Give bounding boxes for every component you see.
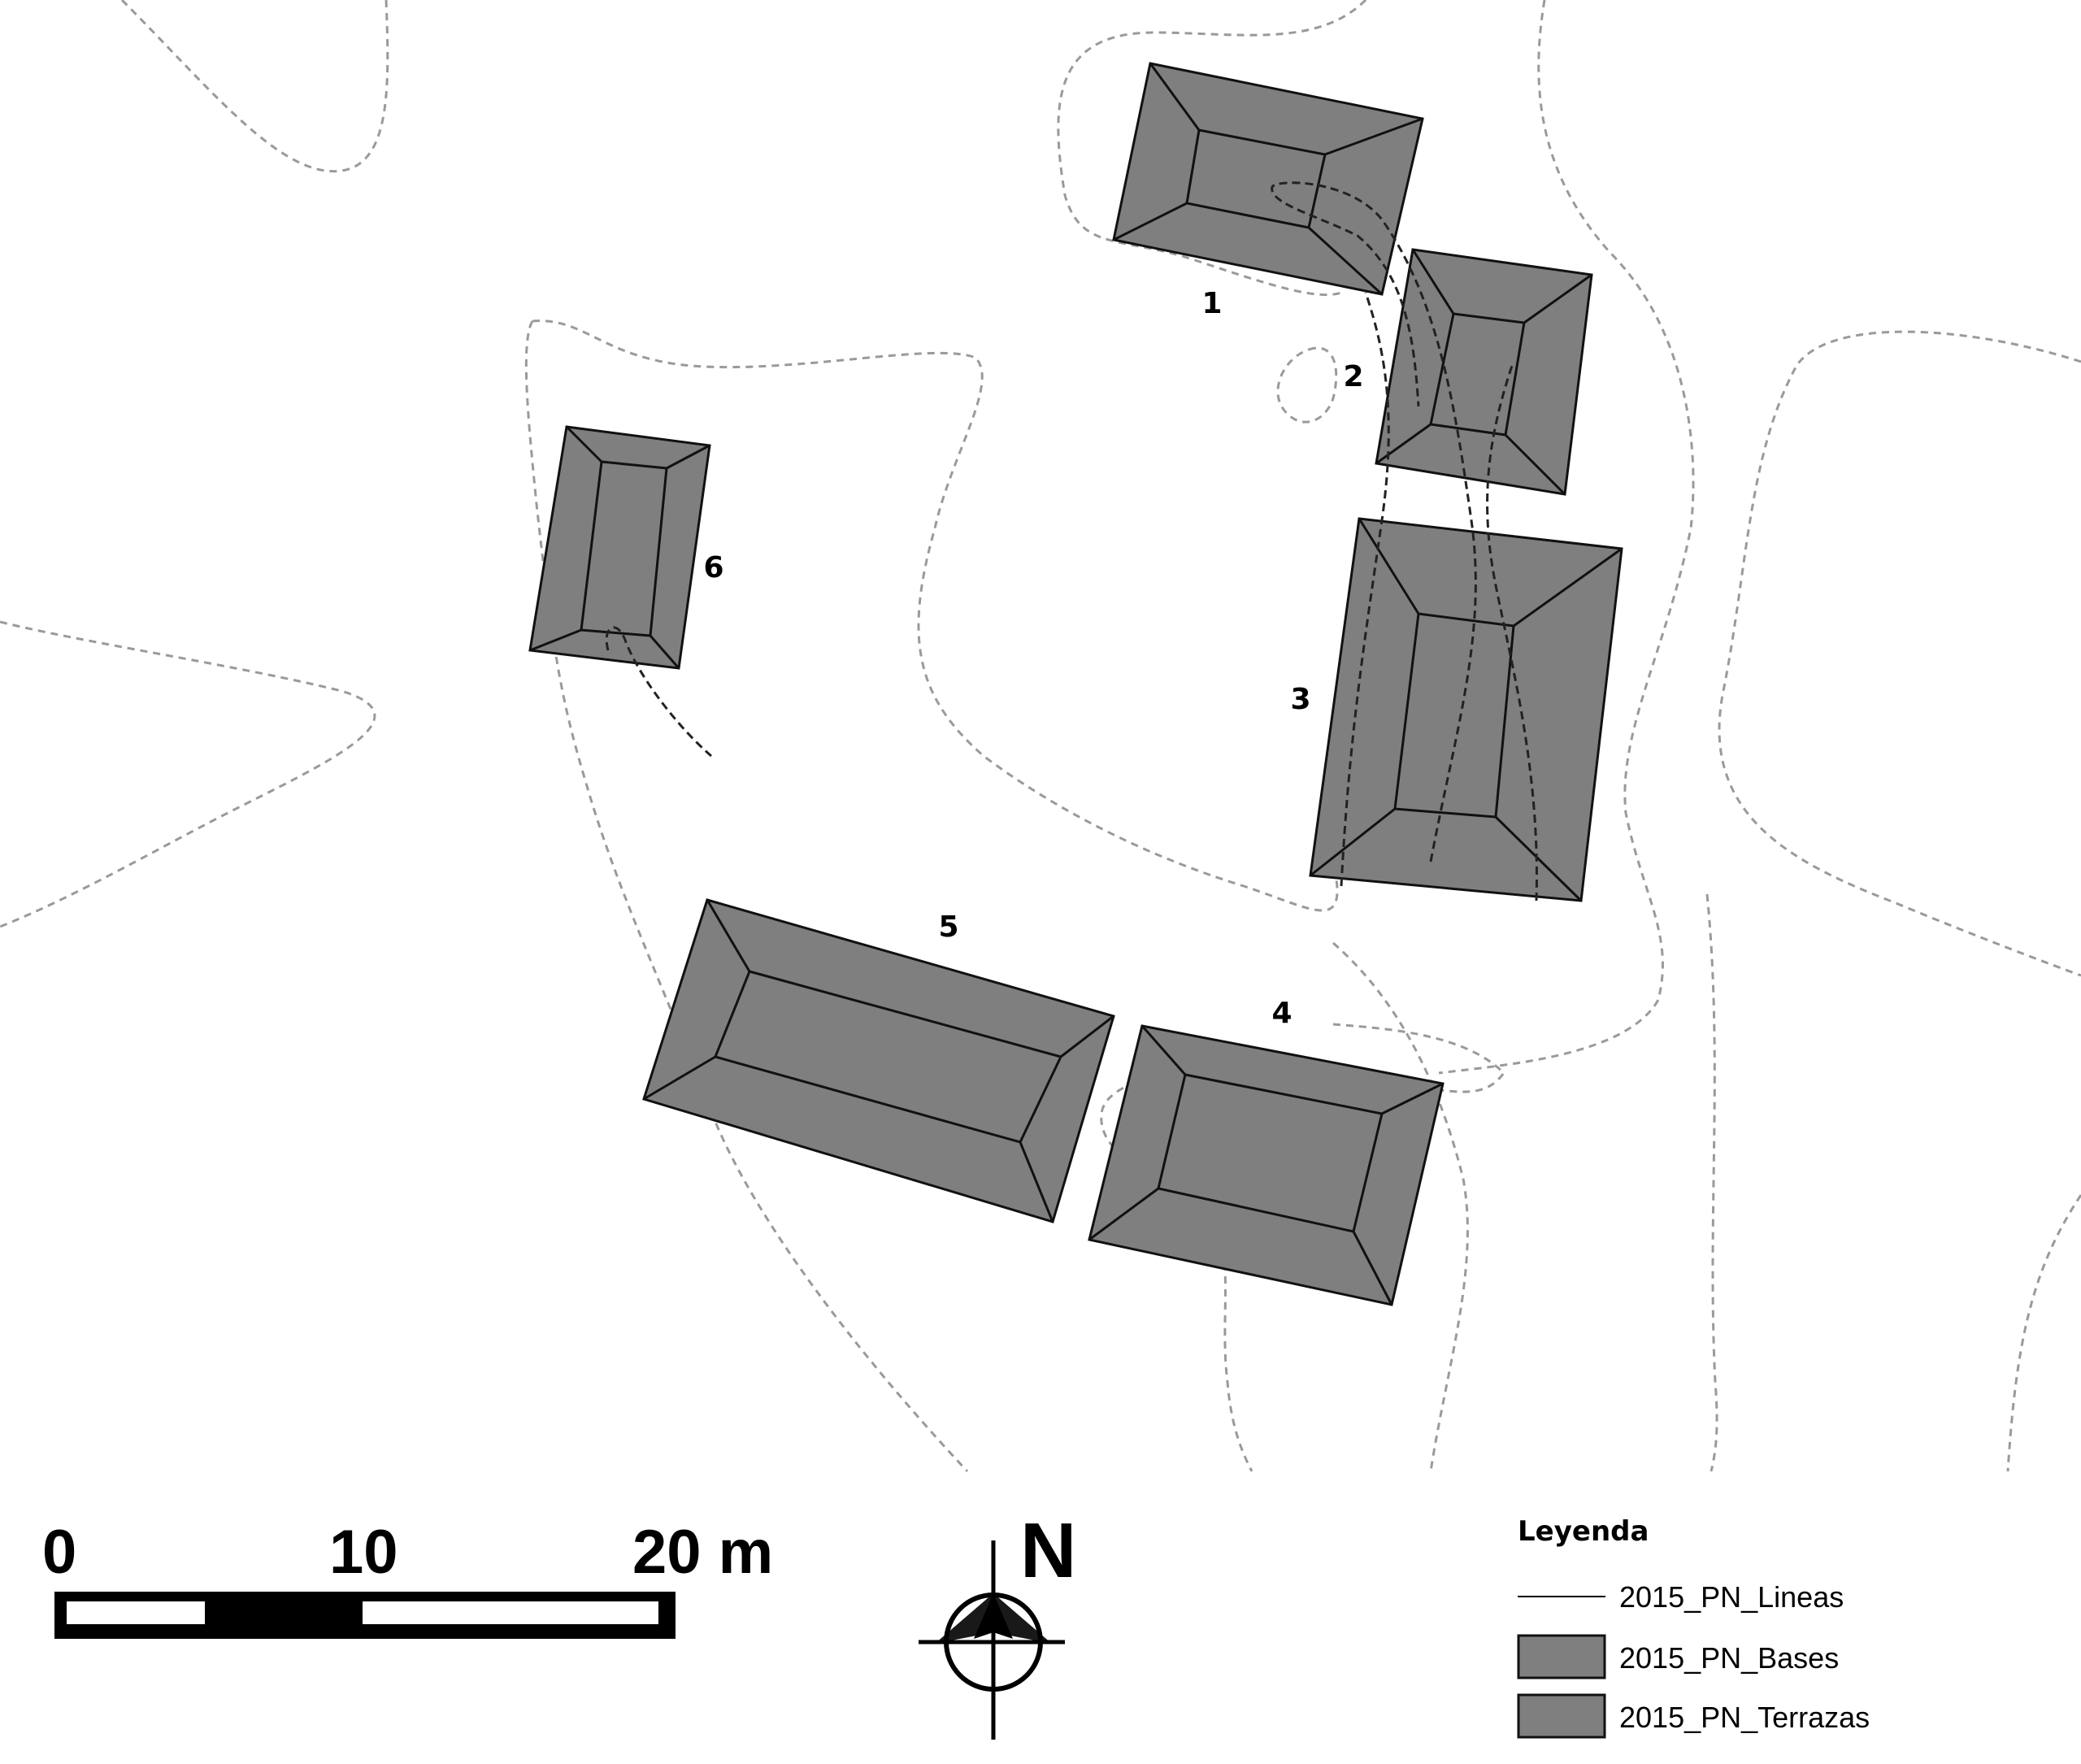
inner-contour-line: [1486, 365, 1538, 902]
structure-label-6: 6: [703, 551, 723, 584]
structure-3: [1309, 517, 1623, 902]
structure-label-5: 5: [938, 910, 958, 944]
structure-label-2: 2: [1343, 360, 1363, 393]
scale-bar-segment: [67, 1601, 205, 1624]
legend: Leyenda 2015_PN_Lineas 2015_PN_Bases 201…: [1517, 1515, 1870, 1739]
legend-item-lineas: 2015_PN_Lineas: [1619, 1580, 1844, 1614]
inner-contours: [605, 181, 1538, 902]
contour-line: [2006, 1194, 2081, 1472]
legend-title: Leyenda: [1518, 1515, 1649, 1548]
legend-bases-swatch: [1517, 1634, 1606, 1679]
structure-labels: 1 2 3 4 5 6: [703, 287, 1363, 1030]
contour-line: [1438, 0, 1695, 1075]
contour-line: [0, 620, 376, 928]
scale-bar-segment: [363, 1601, 658, 1624]
structure-label-3: 3: [1290, 683, 1310, 716]
inner-contour-line: [1340, 292, 1390, 887]
legend-terrazas-swatch: [1517, 1693, 1606, 1739]
legend-item-bases: 2015_PN_Bases: [1619, 1641, 1839, 1675]
structure-1: [1112, 62, 1424, 296]
scale-label-10: 10: [329, 1518, 398, 1587]
structure-label-4: 4: [1271, 997, 1292, 1030]
north-label: N: [1020, 1507, 1076, 1594]
north-arrow-icon: N: [919, 1507, 1076, 1740]
contour-line: [1332, 941, 1469, 1472]
contour-line: [1276, 346, 1338, 424]
structure-5: [642, 898, 1115, 1223]
contour-line: [524, 320, 969, 1473]
inner-contour-line: [1271, 181, 1477, 862]
contour-line: [1718, 330, 2081, 977]
contour-line: [532, 319, 1345, 912]
scale-label-0: 0: [42, 1518, 76, 1587]
legend-item-terrazas: 2015_PN_Terrazas: [1619, 1701, 1870, 1734]
structure-4: [1088, 1024, 1445, 1306]
structure-6: [528, 425, 711, 670]
contour-lines: [0, 0, 2081, 1473]
inner-contour-line: [605, 626, 712, 758]
contour-line: [1705, 893, 1718, 1472]
contour-line: [1057, 0, 1367, 297]
structure-2: [1375, 248, 1593, 496]
scale-bar: 0 10 20 m: [42, 1518, 773, 1639]
scale-label-20: 20 m: [632, 1518, 773, 1587]
contour-line: [120, 0, 389, 173]
structure-label-1: 1: [1201, 287, 1222, 320]
